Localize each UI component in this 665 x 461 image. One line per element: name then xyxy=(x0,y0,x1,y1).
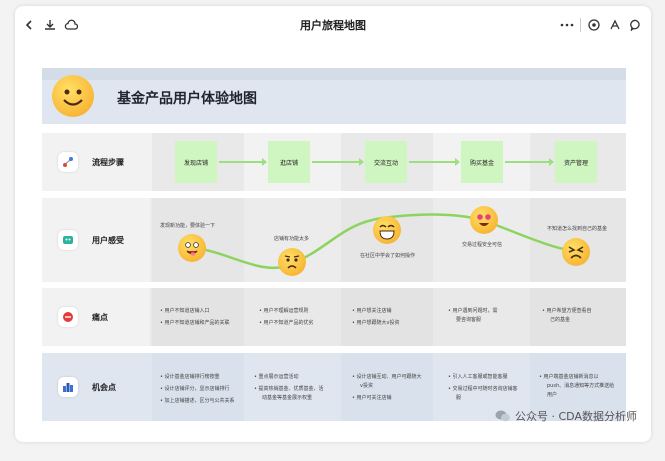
opportunity-item: • 提高热销基金、优质基金、活 xyxy=(254,386,324,392)
pain-item: • 用户不知道产品的优劣 xyxy=(259,320,314,326)
step-box[interactable]: 逛店铺 xyxy=(268,141,310,183)
distressed-emoji-icon xyxy=(562,238,590,266)
steps-row-header: 流程步骤 xyxy=(42,133,150,191)
pain-item: • 用户遇到问题时，需 xyxy=(448,308,498,314)
pain-points-row-header: 痛点 xyxy=(42,288,150,346)
opportunity-item-cont: 用户 xyxy=(547,392,558,398)
step-box[interactable]: 资产管理 xyxy=(555,141,597,183)
opportunity-item: • 用户可关注店铺 xyxy=(352,395,392,401)
pain-item-cont: 要咨询客服 xyxy=(456,317,482,323)
comment-icon[interactable] xyxy=(628,17,644,33)
opportunity-item: • 交易过程中可随时咨询店铺客 xyxy=(448,386,518,392)
flow-arrow xyxy=(219,158,267,166)
opportunity-item-cont: v投资 xyxy=(360,383,373,389)
map-title: 基金产品用户体验地图 xyxy=(117,91,257,107)
feeling-text: 发现新功能，要体验一下 xyxy=(160,223,216,229)
pain-cell xyxy=(530,288,626,346)
flow-arrow xyxy=(505,158,554,166)
feeling-text: 不知道怎么找到自己的基金 xyxy=(547,226,608,232)
wechat-icon xyxy=(495,410,511,422)
mention-icon[interactable] xyxy=(607,17,623,33)
emotion-icon xyxy=(58,230,78,250)
opportunity-item: • 设计基金店铺排行榜按重 xyxy=(160,374,220,380)
feeling-text: 店铺有功能太多 xyxy=(274,236,310,242)
pain-item: • 用户不理解运营规则 xyxy=(259,308,309,314)
pain-points-row: 痛点 • 用户不知道店铺入口 • 用户不知道店铺和产品的关联 • 用户不理解运营… xyxy=(42,288,626,346)
step-box[interactable]: 购买基金 xyxy=(461,141,503,183)
feeling-text: 在社区中学会了如何操作 xyxy=(360,253,416,259)
pain-cell xyxy=(341,288,433,346)
smiley-emoji-icon xyxy=(52,75,94,117)
flow-arrow xyxy=(409,158,460,166)
pain-cell xyxy=(152,288,244,346)
flow-arrow xyxy=(312,158,364,166)
journey-map: 基金产品用户体验地图 流程步骤 发现店铺 逛店铺 交流互动 购买基金 资产管理 xyxy=(42,68,626,423)
step-box[interactable]: 发现店铺 xyxy=(175,141,217,183)
toolbar-divider xyxy=(580,18,581,32)
opportunity-item: • 引入人工客服或智能客服 xyxy=(448,374,508,380)
header-band xyxy=(42,68,626,80)
pain-icon xyxy=(58,307,78,327)
steps-row: 流程步骤 发现店铺 逛店铺 交流互动 购买基金 资产管理 xyxy=(42,133,626,191)
star-struck-emoji-icon xyxy=(470,206,498,234)
opportunity-cell xyxy=(341,353,433,421)
back-icon[interactable] xyxy=(21,17,37,33)
opportunity-cell xyxy=(530,353,626,421)
opportunity-cell xyxy=(152,353,244,421)
feelings-row: 用户感受 发现新功能，要体验一下 店铺有功能太多 在社区中学会了如何操作 交易过… xyxy=(42,198,626,282)
opportunity-item: • 设计店铺评分，显示店铺排行 xyxy=(160,386,230,392)
document-title: 用户旅程地图 xyxy=(300,19,366,32)
opportunities-row-header: 机会点 xyxy=(42,353,150,421)
watermark-text: 公众号 · CDA数据分析师 xyxy=(515,410,637,423)
pain-item: • 用户不知道店铺和产品的关联 xyxy=(160,320,230,326)
opportunity-item: • 加上店铺描述，区分与公共关系 xyxy=(160,398,235,404)
pain-points-label: 痛点 xyxy=(92,313,108,322)
watermark: 公众号 · CDA数据分析师 xyxy=(495,408,637,424)
opportunity-item: • 重点展示运营活动 xyxy=(254,374,299,380)
pain-item: • 用户想跟随大v投资 xyxy=(352,320,400,326)
opportunity-item: • 设计店铺互动、用户可跟随大 xyxy=(352,374,422,380)
cloud-icon[interactable] xyxy=(63,17,79,33)
pain-item: • 用户不知道店铺入口 xyxy=(160,308,210,314)
pain-item: • 用户想关注店铺 xyxy=(352,308,392,314)
download-icon[interactable] xyxy=(42,17,58,33)
opportunity-item-cont: 服 xyxy=(456,395,462,401)
pain-item: • 用户希望方便查看自 xyxy=(542,308,592,314)
step-box[interactable]: 交流互动 xyxy=(365,141,407,183)
steps-label: 流程步骤 xyxy=(92,158,124,167)
grin-emoji-icon xyxy=(373,216,401,244)
feeling-text: 交易过程安全可信 xyxy=(462,242,503,248)
pain-item-cont: 己的基金 xyxy=(550,317,571,323)
map-header: 基金产品用户体验地图 xyxy=(42,68,626,124)
feelings-label: 用户感受 xyxy=(92,236,124,245)
happy-tongue-emoji-icon xyxy=(178,234,206,262)
more-icon[interactable] xyxy=(559,17,575,33)
toolbar: 用户旅程地图 xyxy=(15,6,651,44)
opportunity-item-cont: 动基金等基金展示权重 xyxy=(262,395,313,401)
opportunity-item-cont: push、消息通知等方式推送给 xyxy=(547,383,615,389)
worried-emoji-icon xyxy=(278,248,306,276)
opportunity-icon xyxy=(58,377,78,397)
flow-icon xyxy=(58,152,78,172)
opportunities-row: 机会点 • 设计基金店铺排行榜按重 • 设计店铺评分，显示店铺排行 • 加上店铺… xyxy=(42,353,626,421)
feelings-row-header: 用户感受 xyxy=(42,198,150,282)
app-window: 用户旅程地图 基金产品用户体验地图 xyxy=(15,6,651,442)
opportunity-item: • 用户端基金店铺新消息以 xyxy=(539,374,599,380)
emotion-curve xyxy=(191,213,583,270)
opportunities-label: 机会点 xyxy=(92,383,116,392)
target-icon[interactable] xyxy=(586,17,602,33)
